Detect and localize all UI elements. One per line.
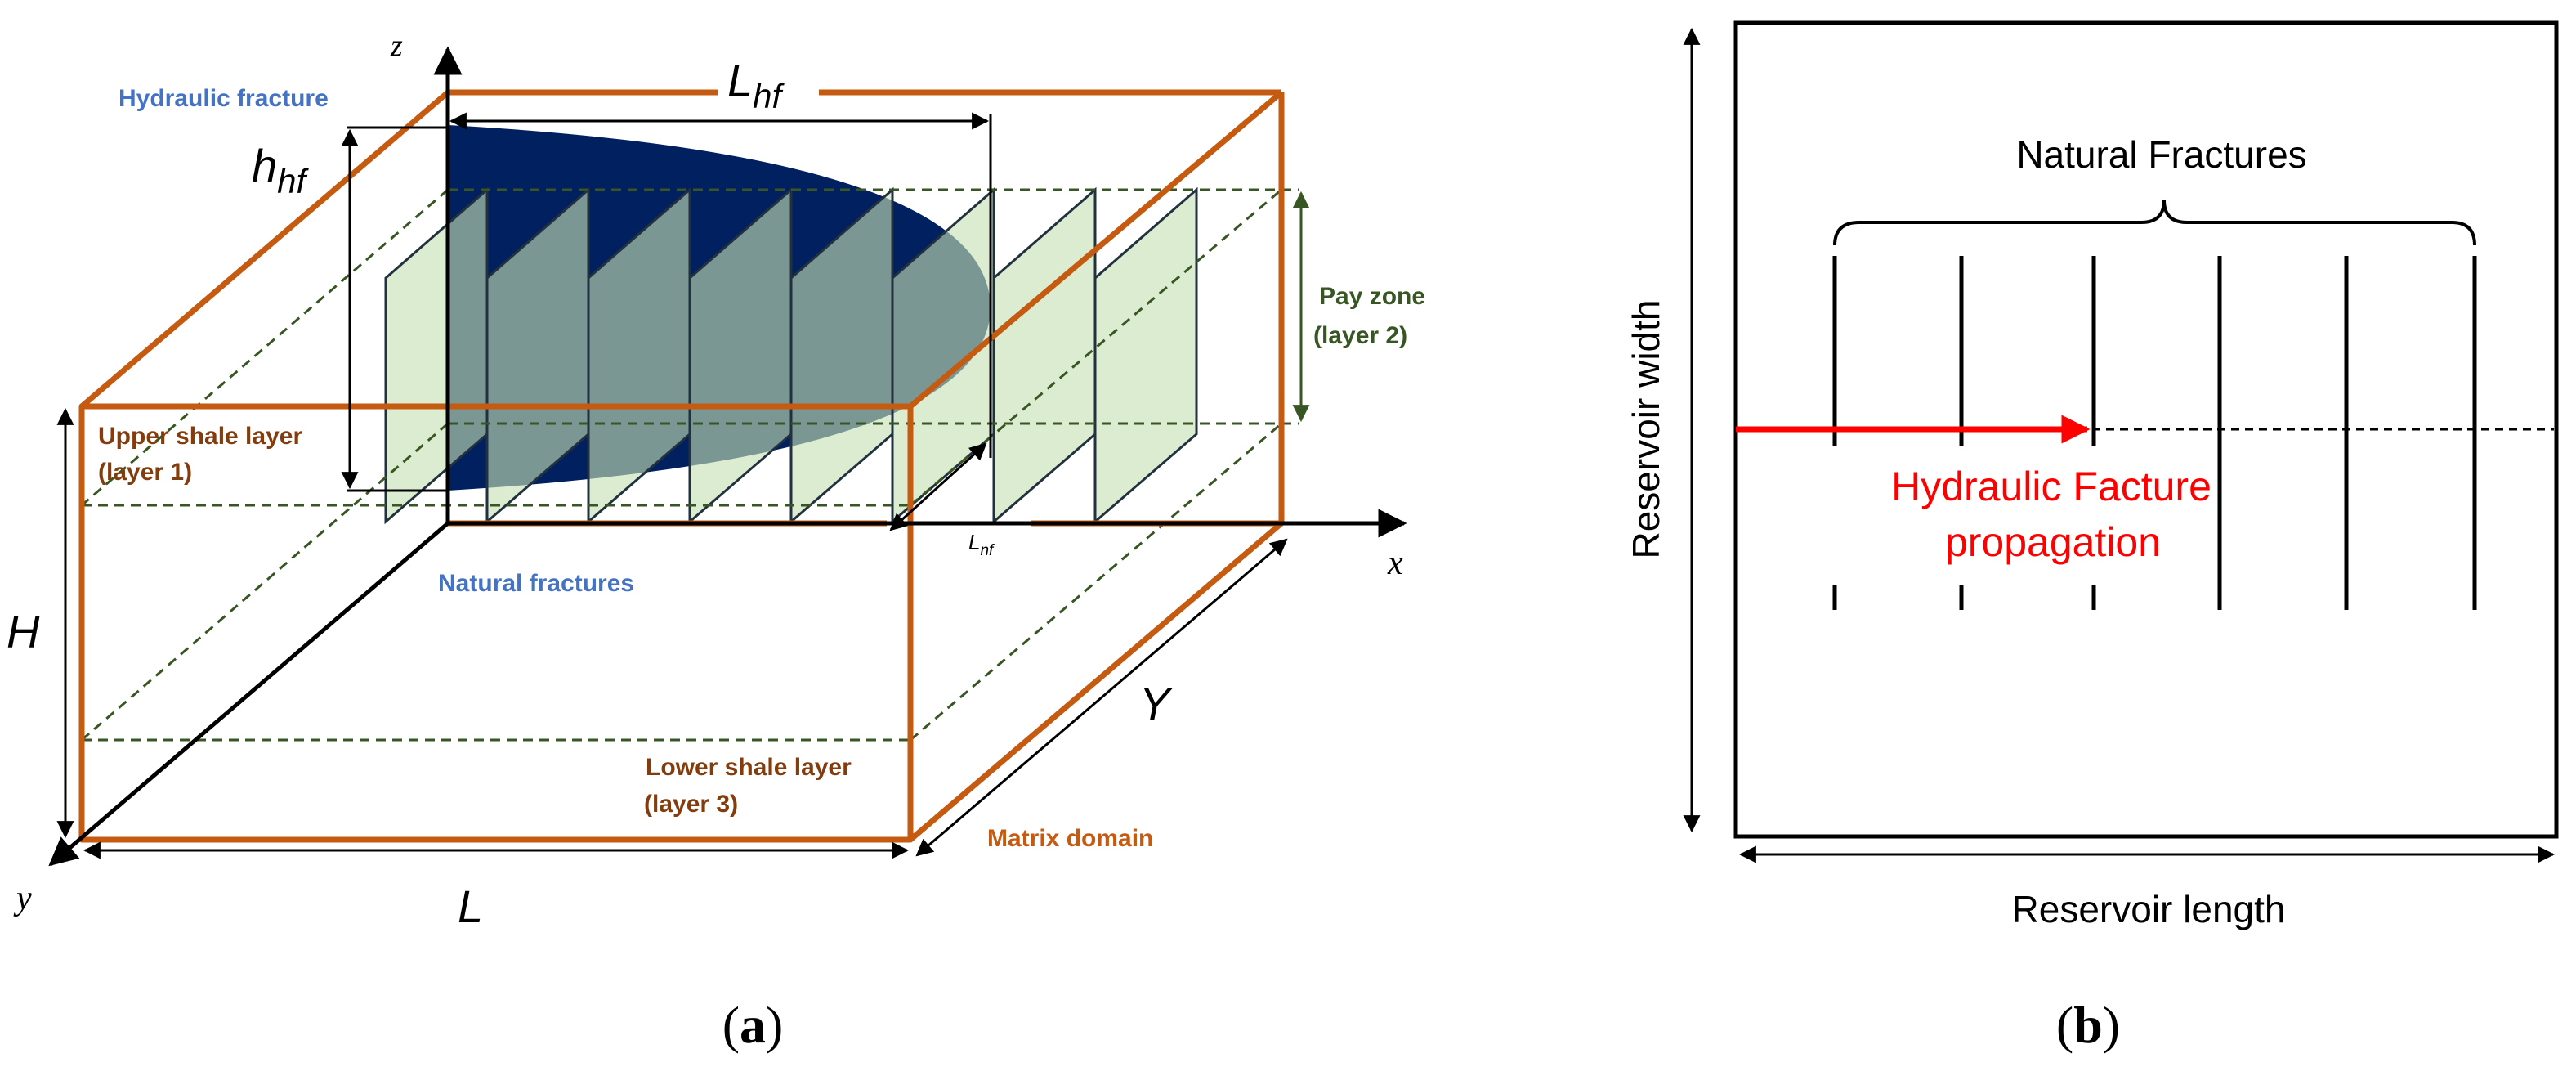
natural-fractures-title: Natural Fractures [2016, 133, 2306, 176]
reservoir-length-label: Reservoir length [2012, 888, 2286, 930]
width-label: Y [1139, 678, 1173, 729]
panel-a: z x y Hydraulic fracture hhf Lhf Lnf Pay… [7, 29, 1425, 1054]
hydraulic-fracture-label: Hydraulic fracture [119, 85, 329, 112]
z-axis-label: z [390, 29, 403, 63]
upper-shale-label: Upper shale layer [98, 423, 302, 450]
natural-fracture-plane [992, 186, 1097, 525]
lower-shale-layer-label: (layer 3) [644, 791, 738, 818]
natural-fractures-label: Natural fractures [438, 570, 634, 597]
width-dimension [915, 538, 1288, 857]
x-axis-label: x [1387, 545, 1403, 582]
y-axis [48, 522, 449, 867]
propagation-label-line-2: propagation [1945, 519, 2161, 565]
l-hf-label: Lhf [727, 55, 785, 115]
y-axis-label: y [13, 880, 32, 917]
propagation-label: Hydraulic Facture [1891, 464, 2212, 509]
panel-b: Natural Fractures Hydraulic Facture prop… [1625, 20, 2559, 1054]
l-nf-dimension [889, 442, 987, 531]
reservoir-width-label: Reservoir width [1625, 300, 1667, 559]
h-hf-label: hhf [252, 140, 310, 200]
dimension-lines [56, 112, 1310, 859]
panel-b-caption: (b) [2056, 996, 2120, 1054]
height-label: H [7, 606, 40, 657]
natural-fractures-brace [1833, 200, 2476, 246]
upper-shale-layer-label: (layer 1) [98, 459, 192, 486]
plan-natural-fractures [1832, 256, 2477, 610]
pay-zone-layer-label: (layer 2) [1313, 322, 1407, 349]
lower-shale-label: Lower shale layer [646, 754, 852, 781]
panel-a-caption: (a) [722, 996, 784, 1054]
natural-fracture-planes [384, 186, 1198, 525]
natural-fracture-plane [1093, 186, 1198, 525]
l-nf-label: Lnf [968, 530, 995, 559]
matrix-domain-label: Matrix domain [987, 825, 1153, 852]
length-label: L [458, 881, 483, 932]
pay-zone-label: Pay zone [1319, 283, 1425, 310]
layer-boundaries [81, 188, 1299, 742]
